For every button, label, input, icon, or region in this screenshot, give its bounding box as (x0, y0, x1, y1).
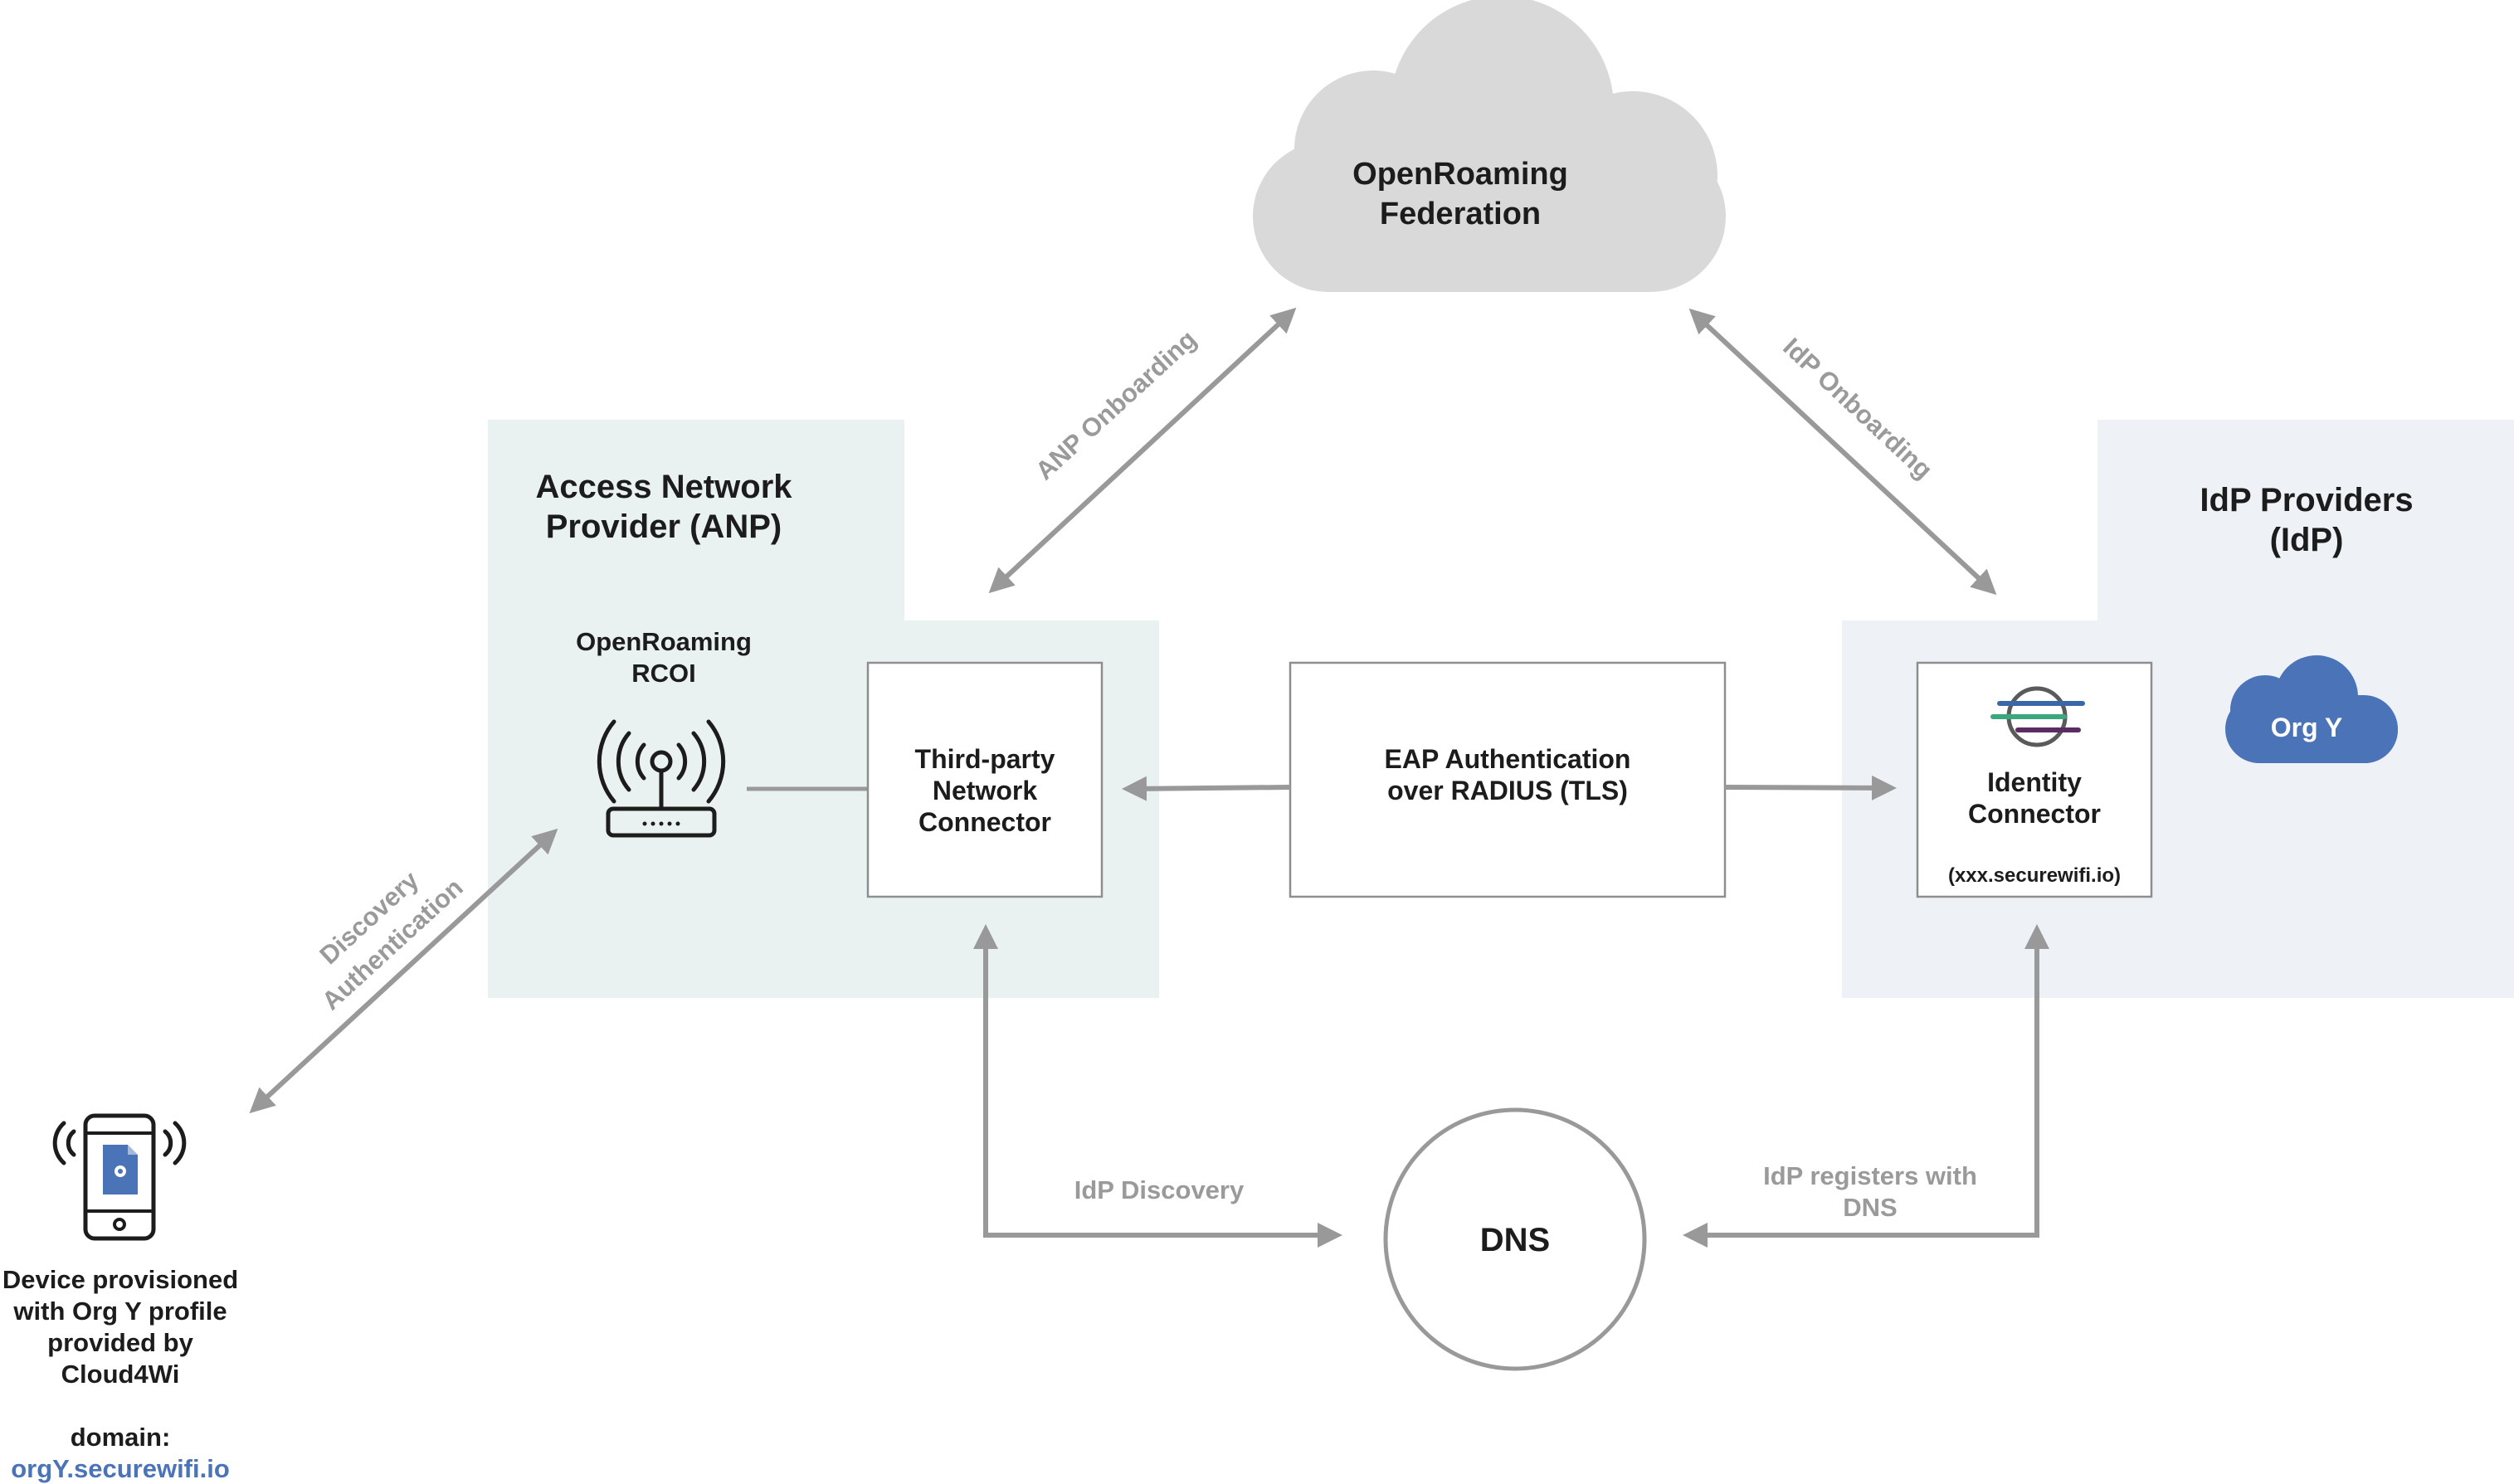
device-caption-line3: provided by (47, 1328, 193, 1357)
third-party-connector-line2: Network (933, 776, 1037, 805)
device-caption-line1: Device provisioned (2, 1265, 238, 1294)
access-point-icon (597, 719, 726, 838)
idp-registers-label-line1: IdP registers with (1763, 1161, 1977, 1190)
idp-title-line2: (IdP) (2270, 522, 2344, 558)
dns-label: DNS (1480, 1222, 1550, 1258)
dns-node: DNS (1383, 1107, 1647, 1371)
eap-to-connector-arrow (1122, 776, 1291, 801)
device-caption-line4: Cloud4Wi (61, 1360, 180, 1389)
third-party-connector-line3: Connector (918, 807, 1051, 837)
third-party-connector-box: Third-party Network Connector (866, 661, 1104, 898)
anp-title-line1: Access Network (535, 469, 792, 505)
idp-onboarding-arrow (1688, 308, 1997, 596)
federation-cloud: OpenRoaming Federation (1253, 0, 1726, 292)
device-caption-line2: with Org Y profile (12, 1297, 227, 1326)
idp-title-line1: IdP Providers (2200, 482, 2413, 518)
anp-onboarding-arrow (988, 307, 1297, 594)
device-domain-value: orgY.securewifi.io (11, 1454, 230, 1483)
eap-label-line1: EAP Authentication (1385, 744, 1631, 774)
idp-discovery-arrow (973, 924, 1342, 1248)
identity-connector-domain: (xxx.securewifi.io) (1948, 864, 2121, 887)
idp-registers-arrow (1683, 924, 2049, 1248)
federation-label-line1: OpenRoaming (1352, 157, 1568, 192)
eap-to-identity-arrow (1724, 775, 1897, 800)
identity-connector-box: Identity Connector (xxx.securewifi.io) (1916, 661, 2153, 898)
device-domain-label: domain: (71, 1423, 171, 1452)
anp-title-line2: Provider (ANP) (546, 508, 782, 545)
federation-label-line2: Federation (1380, 197, 1541, 231)
rcoi-label-line2: RCOI (631, 659, 696, 688)
third-party-connector-line1: Third-party (915, 744, 1055, 774)
eap-authentication-box: EAP Authentication over RADIUS (TLS) (1289, 661, 1727, 898)
smartphone-icon (52, 1113, 187, 1241)
org-y-cloud: Org Y (2225, 655, 2398, 763)
rcoi-label-line1: OpenRoaming (576, 627, 752, 656)
idp-onboarding-label: IdP Onboarding (1777, 332, 1937, 484)
anp-onboarding-label: ANP Onboarding (1030, 324, 1201, 485)
identity-connector-logo-icon (1990, 686, 2085, 747)
identity-connector-line2: Connector (1968, 799, 2101, 829)
org-y-label: Org Y (2271, 713, 2343, 742)
profile-certificate-icon (103, 1145, 138, 1194)
discovery-authentication-arrow (249, 828, 558, 1114)
eap-label-line2: over RADIUS (TLS) (1387, 776, 1628, 805)
idp-registers-label-line2: DNS (1843, 1193, 1897, 1222)
idp-discovery-label: IdP Discovery (1074, 1175, 1245, 1204)
identity-connector-line1: Identity (1987, 767, 2082, 797)
signal-waves-icon (52, 1121, 187, 1165)
